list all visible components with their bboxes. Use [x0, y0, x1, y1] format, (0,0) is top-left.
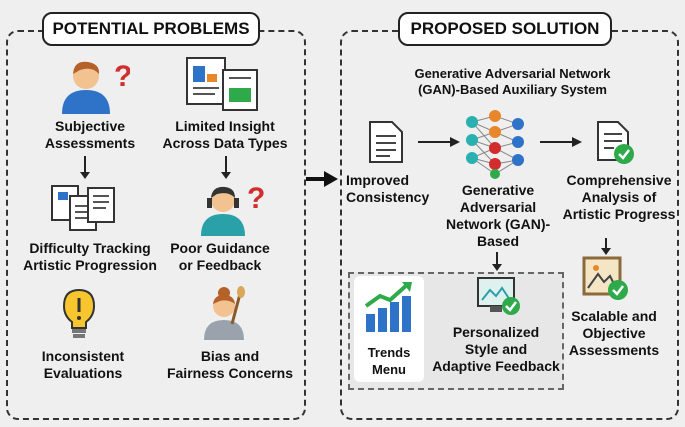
svg-text:?: ? — [247, 182, 265, 215]
monitor-check-icon — [477, 277, 520, 315]
label-line: Adversarial — [459, 199, 537, 215]
solution-header: PROPOSED SOLUTION — [398, 12, 612, 46]
label-line: Personalized — [452, 324, 540, 340]
label-line: Menu — [372, 362, 406, 377]
lightbulb-icon — [62, 288, 96, 338]
problem-label: Poor Guidance or Feedback — [160, 240, 280, 274]
problem-label-line: Difficulty Tracking — [29, 240, 151, 256]
improved-consistency-label: Improved Consistency — [346, 172, 432, 206]
problem-label-line: Bias and — [200, 348, 260, 364]
problem-label-line: Fairness Concerns — [166, 365, 294, 381]
trends-menu-label: Trends Menu — [354, 344, 424, 378]
problem-label-line: Across Data Types — [162, 135, 288, 151]
label-line: Comprehensive — [566, 172, 672, 188]
problem-label-line: Poor Guidance — [170, 240, 270, 256]
label-line: Trends — [367, 345, 411, 360]
svg-text:?: ? — [114, 60, 130, 93]
problem-label-line: Assessments — [44, 135, 136, 151]
problem-label: Inconsistent Evaluations — [28, 348, 138, 382]
comprehensive-analysis-label: Comprehensive Analysis of Artistic Progr… — [560, 172, 678, 223]
scalable-assessments-label: Scalable and Objective Assessments — [562, 308, 666, 359]
label-line: Objective — [582, 325, 646, 341]
arrow-down-icon — [601, 238, 611, 255]
problem-label-line: Evaluations — [43, 365, 123, 381]
stacked-documents-icon — [51, 185, 115, 231]
problem-label-line: Subjective — [54, 118, 126, 134]
solution-title-line: Generative Adversarial Network — [414, 66, 611, 81]
label-line: Improved — [346, 172, 410, 188]
problems-header: POTENTIAL PROBLEMS — [42, 12, 260, 46]
arrow-down-icon — [492, 252, 502, 271]
arrow-right-icon — [306, 171, 338, 187]
problem-label: Difficulty Tracking Artistic Progression — [18, 240, 162, 274]
label-line: Analysis of — [581, 189, 657, 205]
problem-label-line: Limited Insight — [175, 118, 275, 134]
label-line: Network (GAN)- — [446, 216, 551, 232]
arrow-down-icon — [221, 156, 231, 179]
label-line: Based — [476, 233, 520, 249]
problem-label-line: Artistic Progression — [23, 257, 157, 273]
solution-title-line: (GAN)-Based Auxiliary System — [418, 82, 607, 97]
arrow-right-icon — [540, 137, 582, 147]
label-line: Adaptive Feedback — [432, 358, 560, 374]
label-line: Artistic Progress — [562, 206, 676, 222]
solution-title: Generative Adversarial Network (GAN)-Bas… — [360, 66, 665, 98]
label-line: Scalable and — [571, 308, 657, 324]
document-check-icon — [597, 121, 634, 164]
label-line: Style and — [464, 341, 528, 357]
trends-card — [354, 276, 424, 382]
label-line: Assessments — [568, 342, 660, 358]
gan-label: Generative Adversarial Network (GAN)- Ba… — [446, 182, 550, 250]
bar-chart-trend-icon — [364, 282, 412, 332]
neural-network-icon — [466, 110, 524, 179]
person-question-icon: ? — [62, 60, 130, 114]
person-headset-question-icon: ? — [201, 182, 265, 236]
person-brush-icon — [204, 286, 245, 340]
problem-label: Limited Insight Across Data Types — [155, 118, 295, 152]
document-icon — [369, 121, 403, 163]
arrow-right-icon — [418, 137, 460, 147]
label-line: Generative — [461, 182, 535, 198]
problem-label-line: Inconsistent — [41, 348, 125, 364]
problem-label-line: or Feedback — [178, 257, 262, 273]
picture-check-icon — [582, 256, 628, 300]
problem-label: Bias and Fairness Concerns — [160, 348, 300, 382]
label-line: Consistency — [346, 189, 430, 205]
arrow-down-icon — [80, 156, 90, 179]
problem-label: Subjective Assessments — [30, 118, 150, 152]
documents-charts-icon — [186, 57, 258, 111]
personalized-feedback-label: Personalized Style and Adaptive Feedback — [430, 324, 562, 375]
